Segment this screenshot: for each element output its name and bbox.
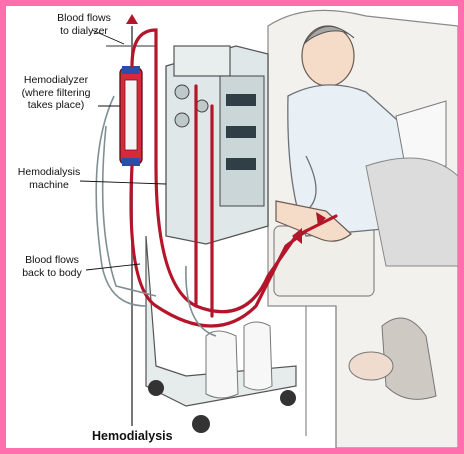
hemodialyzer-cartridge: [120, 66, 142, 166]
label-blood-to-dialyzer: Blood flows to dialyzer: [44, 12, 124, 37]
label-hemodialyzer: Hemodialyzer (where filtering takes plac…: [6, 74, 106, 112]
illustration-frame: Blood flows to dialyzer Hemodialyzer (wh…: [6, 6, 458, 448]
label-hemodialysis-machine: Hemodialysis machine: [6, 166, 92, 191]
figure-caption: Hemodialysis: [92, 429, 173, 443]
label-blood-to-body: Blood flows back to body: [12, 254, 92, 279]
hemodialysis-illustration: [6, 6, 458, 448]
